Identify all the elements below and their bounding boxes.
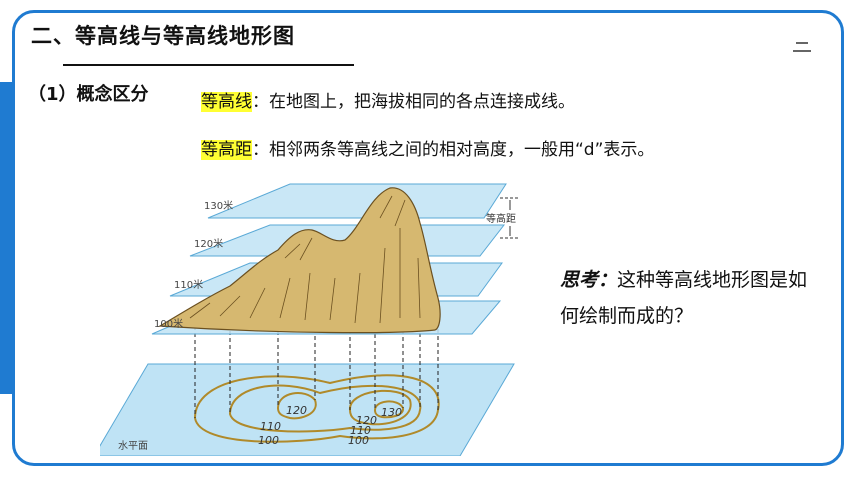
plane-label-110: 110米 — [174, 278, 203, 291]
interval-marker — [500, 197, 520, 239]
think-text: 这种等高线地形图是如何绘制而成的？ — [560, 269, 808, 327]
definition-contour-interval: 等高距：相邻两条等高线之间的相对高度，一般用“d”表示。 — [201, 135, 654, 160]
definition-text: ：在地图上，把海拔相同的各点连接成线。 — [252, 92, 575, 112]
contour-label: 130 — [381, 406, 402, 419]
menu-icon[interactable] — [793, 42, 811, 56]
contour-120-right — [348, 389, 412, 426]
section-label: （1）概念区分 — [28, 84, 149, 105]
definition-contour-line: 等高线：在地图上，把海拔相同的各点连接成线。 — [201, 87, 575, 112]
base-plane-label: 水平面 — [118, 440, 148, 452]
page-title: 二、等高线与等高线地形图 — [31, 24, 295, 48]
terrain — [158, 187, 441, 334]
definition-text: ：相邻两条等高线之间的相对高度，一般用“d”表示。 — [252, 140, 655, 160]
plane-130 — [207, 183, 507, 219]
term-contour-line: 等高线 — [201, 92, 252, 112]
contour-110 — [228, 384, 422, 433]
title-underline — [63, 64, 354, 66]
contour-label: 100 — [258, 434, 279, 447]
interval-label: 等高距 — [486, 212, 516, 225]
terrain-hatching — [189, 195, 421, 324]
think-label: 思考： — [560, 269, 618, 291]
contour-label: 110 — [350, 424, 371, 437]
contour-label: 120 — [356, 414, 377, 427]
plane-label-100: 100米 — [154, 317, 183, 330]
contour-diagram: 130米 120米 110米 100米 水平面 等高距 120 130 120 … — [100, 183, 520, 456]
contour-label: 110 — [260, 420, 281, 433]
contour-130 — [373, 400, 404, 419]
contour-label: 100 — [348, 434, 369, 447]
plane-label-130: 130米 — [204, 199, 233, 212]
term-contour-interval: 等高距 — [201, 140, 252, 160]
plane-label-120: 120米 — [194, 237, 223, 250]
think-question: 思考：这种等高线地形图是如何绘制而成的？ — [560, 262, 820, 334]
left-accent-bar — [0, 82, 13, 394]
contour-120-left — [276, 392, 317, 420]
contour-label: 120 — [286, 404, 307, 417]
